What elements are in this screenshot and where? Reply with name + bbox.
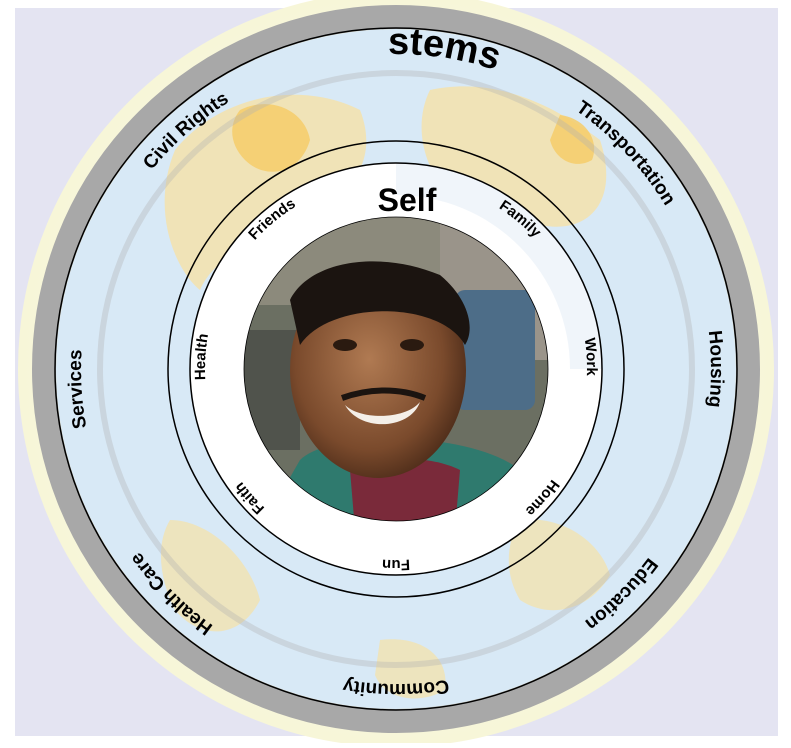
systems-item-housing: Housing	[704, 329, 727, 408]
self-item-work: Work	[581, 337, 600, 377]
self-item-health: Health	[192, 332, 212, 380]
outer-ring-line	[54, 27, 738, 711]
middle-ring-line	[167, 140, 625, 598]
center-photo	[244, 217, 548, 521]
photo-border	[243, 216, 549, 522]
outer-gray-ring	[32, 5, 760, 733]
inner-ring-line	[189, 162, 603, 576]
self-title: Self	[378, 182, 437, 218]
self-item-fun: Fun	[382, 556, 411, 573]
